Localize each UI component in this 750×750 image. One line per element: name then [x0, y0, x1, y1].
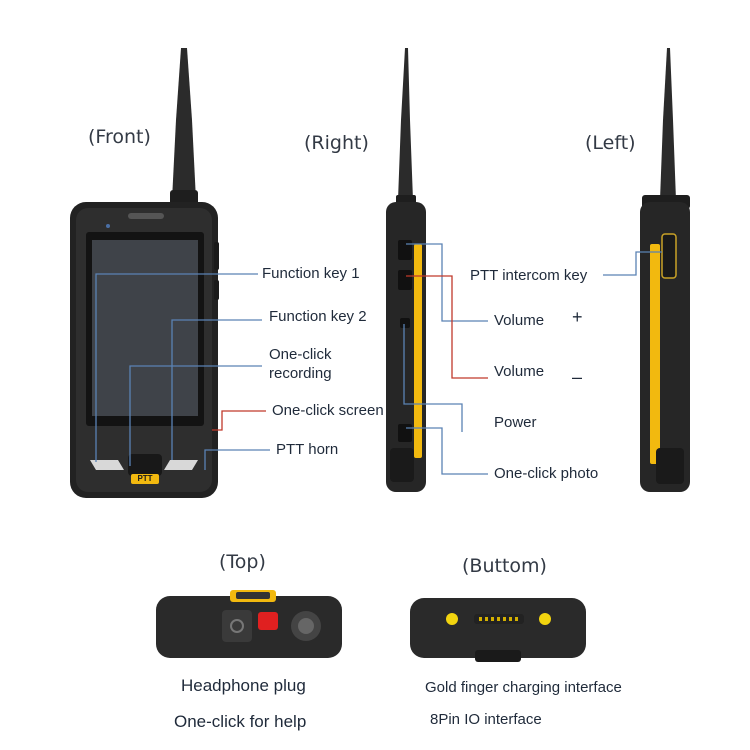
leader-lines [95, 243, 662, 475]
bottom-device [410, 598, 586, 662]
one-click-screen-label: One-click screen [272, 402, 384, 419]
top-view-title: (Top) [219, 551, 266, 573]
io-interface-label: 8Pin IO interface [430, 711, 542, 728]
one-click-photo-label: One-click photo [494, 465, 599, 482]
one-click-help-label: One-click for help [174, 712, 307, 731]
bottom-view-title: (Buttom) [462, 555, 547, 577]
ptt-intercom-key-label: PTT intercom key [470, 267, 588, 284]
volume-up-sign: + [572, 307, 583, 327]
volume-down-label: Volume [494, 363, 545, 380]
ptt-horn-label: PTT horn [276, 441, 339, 458]
volume-up-label: Volume [494, 312, 545, 329]
front-view-title: (Front) [88, 126, 151, 148]
right-view-title: (Right) [304, 132, 369, 154]
volume-down-sign: – [572, 367, 583, 387]
one-click-recording-label-line2: recording [269, 365, 332, 382]
left-view-title: (Left) [585, 132, 636, 154]
front-device [70, 48, 219, 498]
gold-finger-charging-label: Gold finger charging interface [425, 679, 622, 696]
one-click-recording-label-line1: One-click [269, 346, 332, 363]
brand-badge: PTT [137, 474, 153, 483]
right-side-device [386, 48, 426, 492]
left-side-device [640, 48, 690, 492]
headphone-plug-label: Headphone plug [181, 676, 306, 695]
function-key-1-label: Function key 1 [262, 265, 360, 282]
power-label: Power [494, 414, 537, 431]
top-device [156, 590, 342, 658]
function-key-2-label: Function key 2 [269, 308, 367, 325]
